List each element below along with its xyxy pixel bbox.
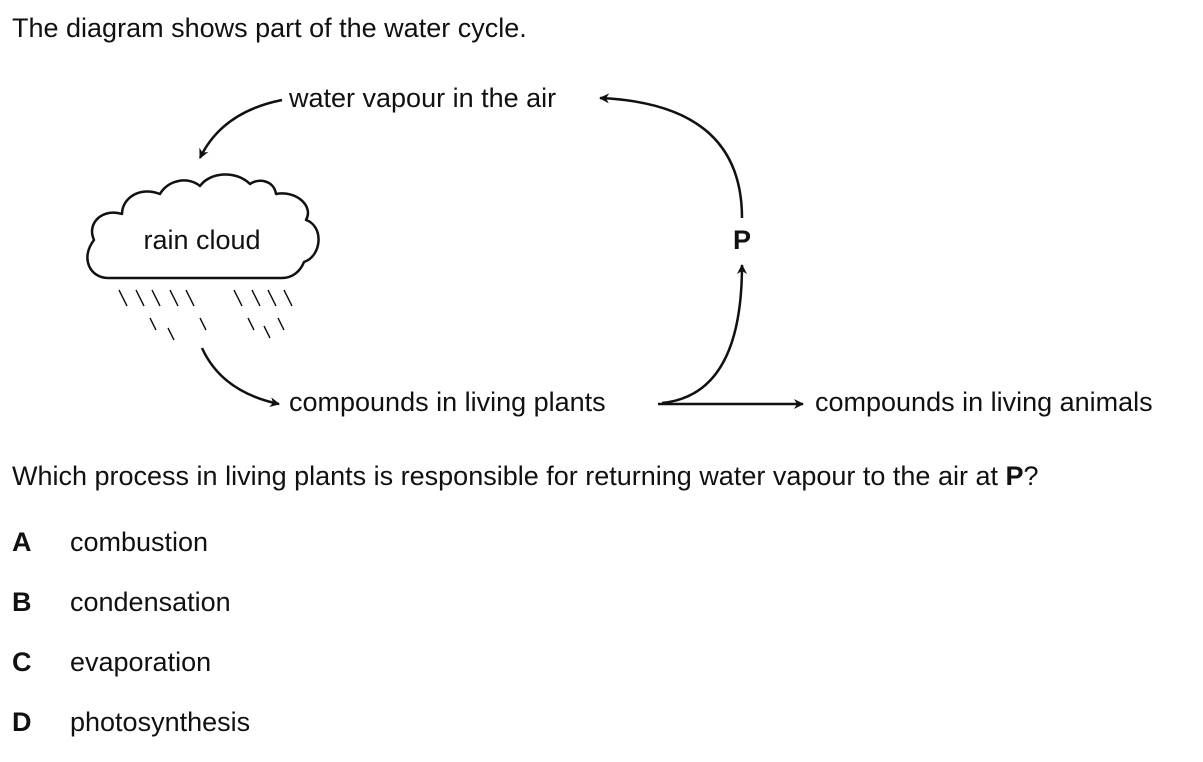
process-label-p: P — [733, 225, 751, 255]
node-plants: compounds in living plants — [289, 387, 606, 417]
option-text: evaporation — [70, 647, 212, 677]
question-text-start: Which process in living plants is respon… — [12, 461, 1006, 491]
option-letter: D — [12, 707, 32, 737]
question-text: Which process in living plants is respon… — [12, 458, 1039, 494]
option-d[interactable]: D photosynthesis — [12, 702, 250, 762]
answer-options: A combustion B condensation C evaporatio… — [12, 522, 250, 762]
arrow-p-to-vapour — [599, 93, 744, 219]
rain-cloud-icon — [86, 173, 320, 341]
arrow-plants-to-p — [661, 264, 747, 405]
option-b[interactable]: B condensation — [12, 582, 250, 642]
water-cycle-diagram: water vapour in the air compounds in liv… — [86, 83, 1153, 417]
question-text-end: ? — [1023, 461, 1039, 491]
option-letter: B — [12, 587, 32, 617]
option-letter: C — [12, 647, 32, 677]
question-process-p: P — [1005, 461, 1024, 491]
option-text: combustion — [70, 527, 209, 557]
option-c[interactable]: C evaporation — [12, 642, 250, 702]
node-water-vapour: water vapour in the air — [288, 83, 556, 113]
option-a[interactable]: A combustion — [12, 522, 250, 582]
node-animals: compounds in living animals — [815, 387, 1153, 417]
option-letter: A — [12, 527, 32, 557]
option-text: photosynthesis — [70, 707, 251, 737]
intro-text: The diagram shows part of the water cycl… — [12, 13, 527, 43]
arrow-cloud-to-plants — [200, 347, 280, 408]
option-text: condensation — [70, 587, 231, 617]
node-rain-cloud: rain cloud — [143, 225, 260, 255]
arrow-vapour-to-cloud — [198, 98, 283, 159]
